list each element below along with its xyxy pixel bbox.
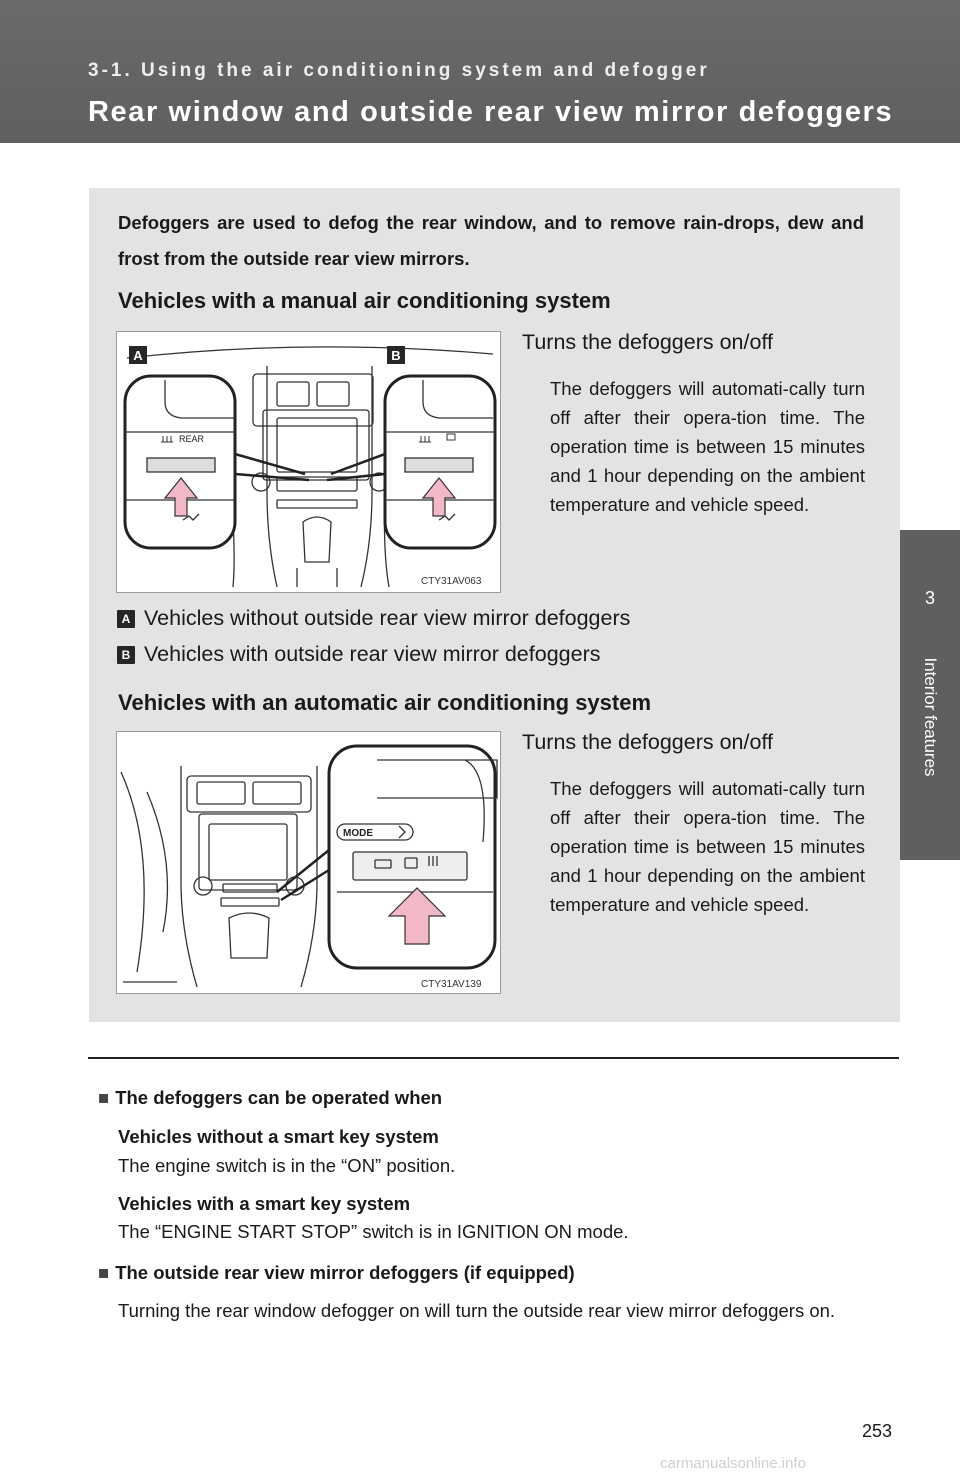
legend-a: A Vehicles without outside rear view mir…	[117, 606, 630, 631]
page-number: 253	[862, 1421, 893, 1441]
automatic-caption: Turns the defoggers on/off	[522, 730, 773, 754]
manual-ac-heading: Vehicles with a manual air conditioning …	[118, 288, 611, 313]
chapter-tab-number: 3	[924, 588, 935, 608]
note-1-text-1: The engine switch is in the “ON” positio…	[118, 1155, 456, 1176]
manual-caption: Turns the defoggers on/off	[522, 330, 773, 354]
legend-b-text: Vehicles with outside rear view mirror d…	[144, 642, 601, 666]
chapter-tab[interactable]	[900, 530, 960, 860]
manual-ac-illustration: REAR A B CTY31AV063	[123, 346, 497, 588]
square-bullet-icon: ■	[98, 1087, 110, 1108]
automatic-description: The defoggers will automati-cally turn o…	[550, 778, 865, 915]
automatic-ac-figure: MODE CTY31AV139	[116, 731, 501, 994]
note-2-text: Turning the rear window defogger on will…	[118, 1300, 836, 1321]
note-2-title-text: The outside rear view mirror defoggers (…	[115, 1262, 575, 1283]
chapter-tab-label: Interior features	[921, 657, 940, 777]
note-1-sub-2: Vehicles with a smart key system	[118, 1193, 411, 1214]
figure-code: CTY31AV139	[421, 979, 482, 990]
manual-ac-figure: REAR A B CTY31AV063	[116, 331, 501, 593]
automatic-ac-heading: Vehicles with an automatic air condition…	[118, 690, 652, 715]
note-1-text-2: The “ENGINE START STOP” switch is in IGN…	[118, 1221, 629, 1242]
callout-b: B	[391, 348, 400, 363]
intro-text: Defoggers are used to defog the rear win…	[118, 212, 864, 269]
square-bullet-icon: ■	[98, 1262, 110, 1283]
note-2-title: ■The outside rear view mirror defoggers …	[98, 1262, 575, 1284]
rear-button-label: REAR	[179, 434, 205, 444]
watermark: carmanualsonline.info	[660, 1455, 806, 1472]
section-title: 3-1. Using the air conditioning system a…	[88, 60, 710, 81]
manual-description: The defoggers will automati-cally turn o…	[550, 378, 865, 515]
page-title: Rear window and outside rear view mirror…	[88, 96, 894, 128]
figure-code: CTY31AV063	[421, 576, 482, 587]
mode-button-label: MODE	[343, 828, 373, 839]
note-1-title-text: The defoggers can be operated when	[115, 1087, 443, 1108]
legend-a-text: Vehicles without outside rear view mirro…	[144, 606, 631, 630]
note-1-title: ■The defoggers can be operated when	[98, 1087, 442, 1109]
divider	[88, 1057, 899, 1059]
callout-a: A	[133, 348, 143, 363]
page-header	[0, 0, 960, 143]
legend-b: B Vehicles with outside rear view mirror…	[117, 642, 600, 667]
legend-b-mark: B	[117, 645, 135, 664]
legend-a-mark: A	[117, 609, 135, 628]
automatic-ac-illustration: MODE CTY31AV139	[120, 744, 498, 990]
note-1-sub-1: Vehicles without a smart key system	[118, 1126, 439, 1147]
